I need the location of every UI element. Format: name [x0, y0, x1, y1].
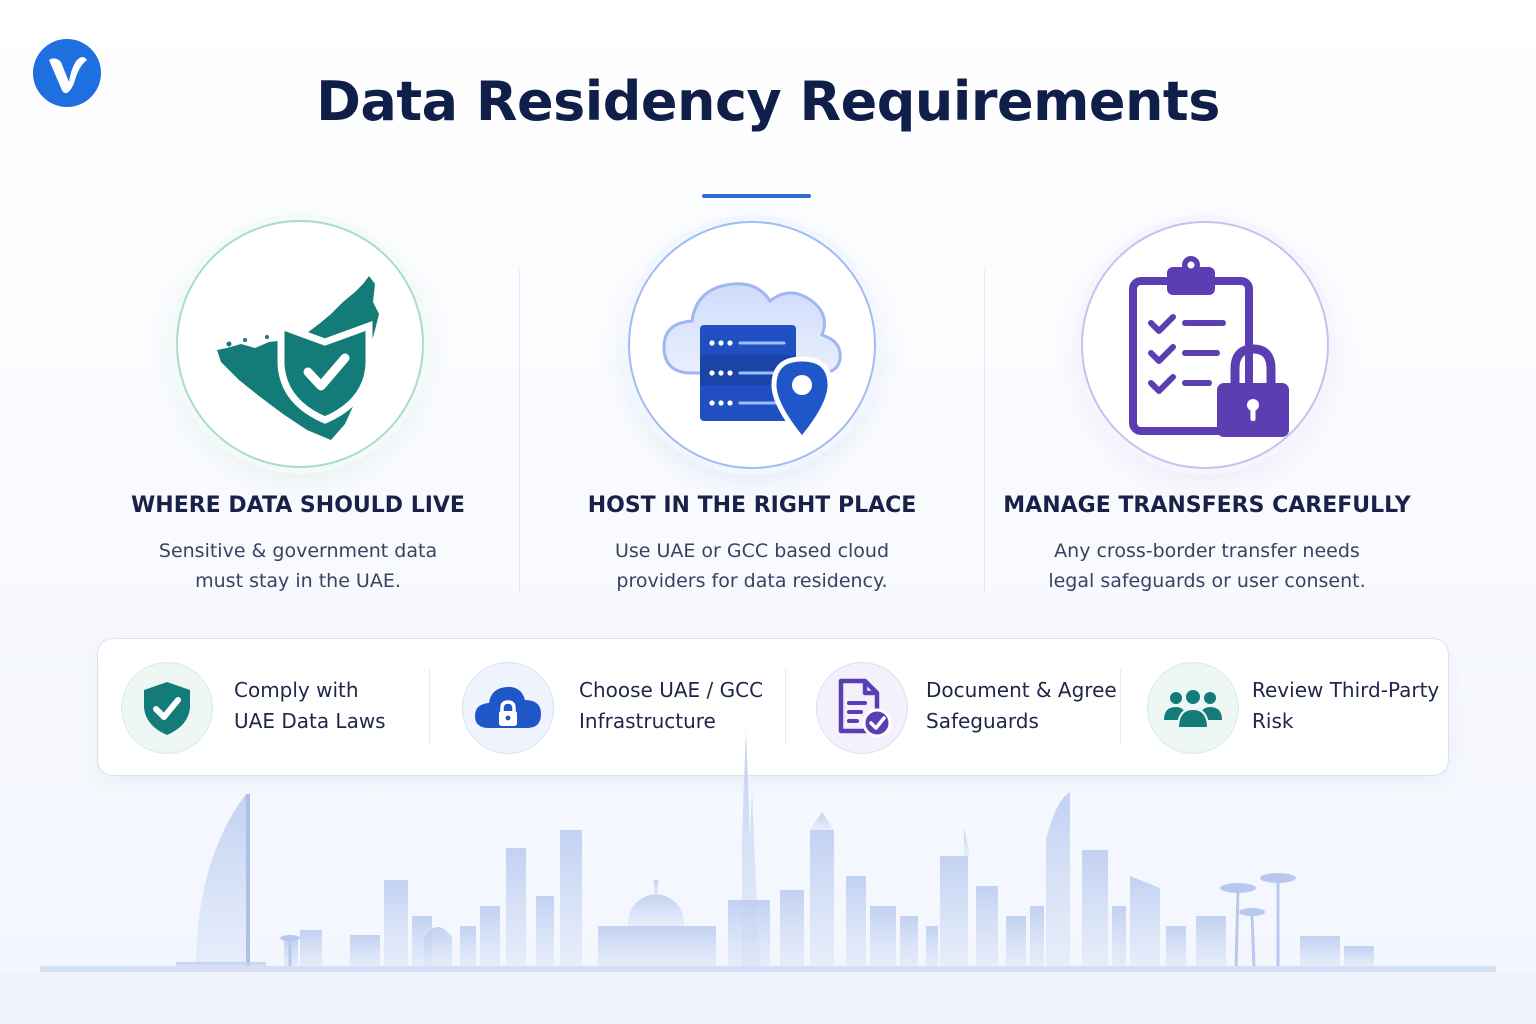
clipboard-checklist-lock-icon [1129, 256, 1289, 437]
column-icon-circle [628, 221, 876, 469]
strip-divider [429, 669, 430, 745]
uae-map-shield-icon [217, 276, 379, 440]
column-icon-circle [1081, 221, 1329, 469]
shield-check-icon [144, 682, 190, 735]
strip-divider [785, 669, 786, 745]
strip-icon-circle [121, 662, 213, 754]
column-heading: HOST IN THE RIGHT PLACE [587, 493, 917, 518]
cloud-lock-icon [475, 686, 541, 728]
column-divider [519, 270, 520, 592]
brand-logo [33, 39, 101, 107]
page-title: Data Residency Requirements [316, 70, 1220, 133]
people-group-icon [1164, 688, 1222, 729]
column-divider [984, 270, 985, 592]
strip-icon-circle [816, 662, 908, 754]
column-heading: WHERE DATA SHOULD LIVE [131, 493, 465, 518]
strip-divider [1120, 669, 1121, 745]
title-underline [702, 194, 811, 198]
cloud-server-location-icon [662, 282, 842, 443]
document-check-icon [838, 678, 892, 738]
strip-icon-circle [1147, 662, 1239, 754]
city-skyline-illustration [0, 730, 1536, 1024]
strip-icon-circle [462, 662, 554, 754]
column-heading: MANAGE TRANSFERS CAREFULLY [1003, 493, 1411, 518]
column-icon-circle [176, 220, 424, 468]
